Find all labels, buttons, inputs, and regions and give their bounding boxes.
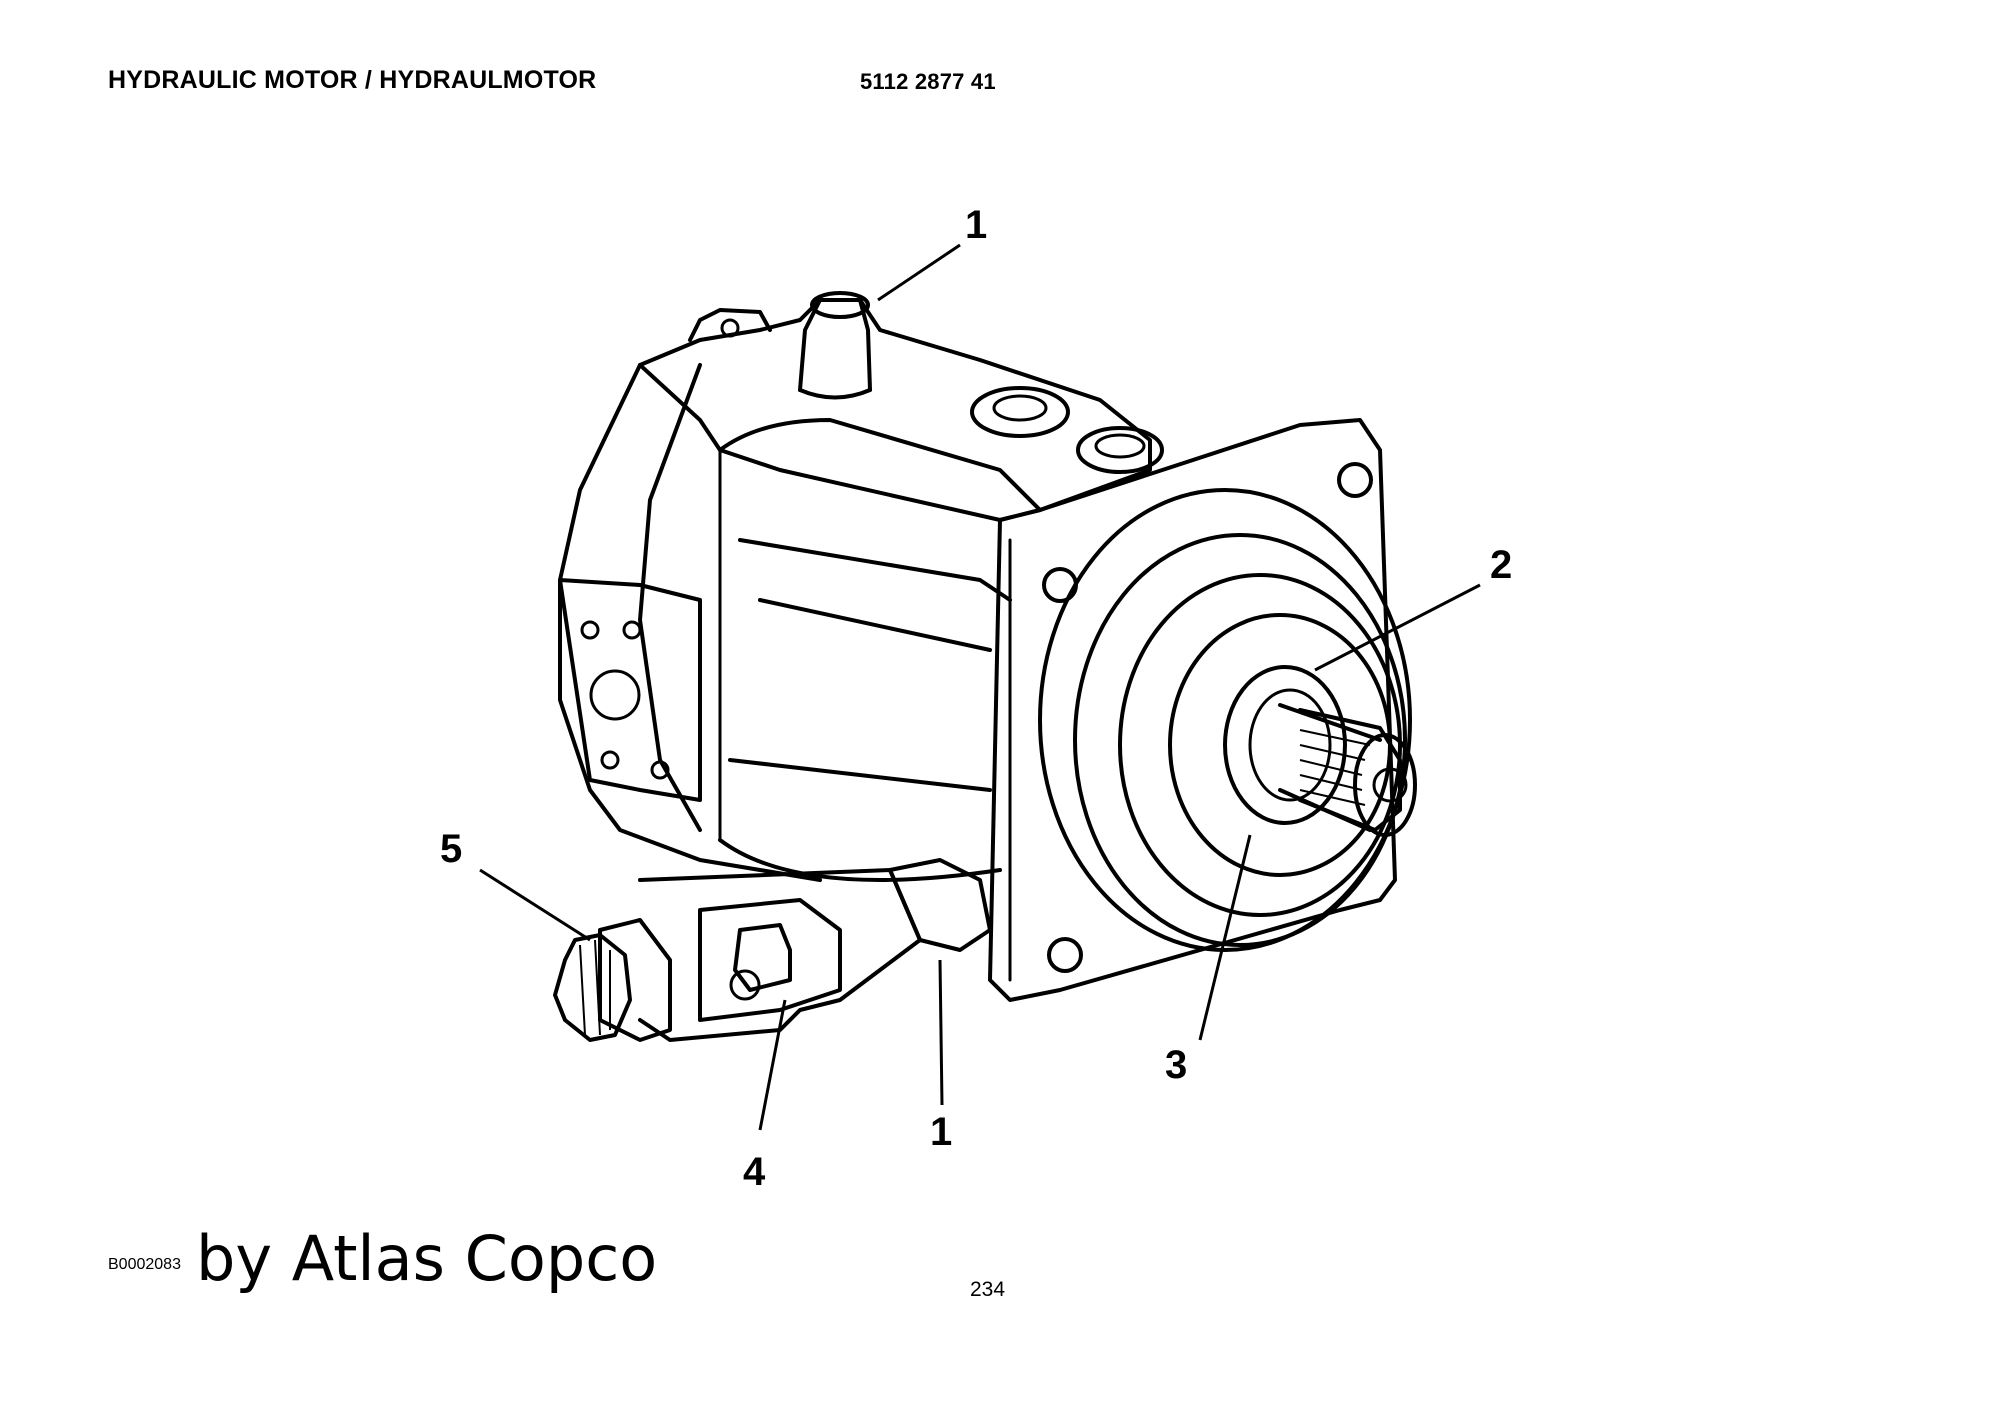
callout-3: 3 [1165,1043,1187,1087]
rear-housing [558,298,1152,882]
output-shaft [1223,665,1417,837]
valve-assembly [553,858,992,1042]
figure-code: B0002083 [108,1256,181,1273]
callout-2: 2 [1490,543,1512,587]
callout-5: 5 [440,827,462,871]
front-flange [988,418,1412,1002]
callout-1-bottom: 1 [930,1110,952,1154]
top-ports [970,386,1164,474]
callout-1-top: 1 [965,203,987,247]
page-title: HYDRAULIC MOTOR / HYDRAULMOTOR [108,66,597,94]
part-number: 5112 2877 41 [860,69,996,94]
page-number: 234 [970,1278,1006,1301]
brand-watermark: by Atlas Copco [196,1222,658,1295]
top-plug [798,291,872,400]
callout-4: 4 [743,1150,766,1194]
leader-lines [479,243,1481,1131]
